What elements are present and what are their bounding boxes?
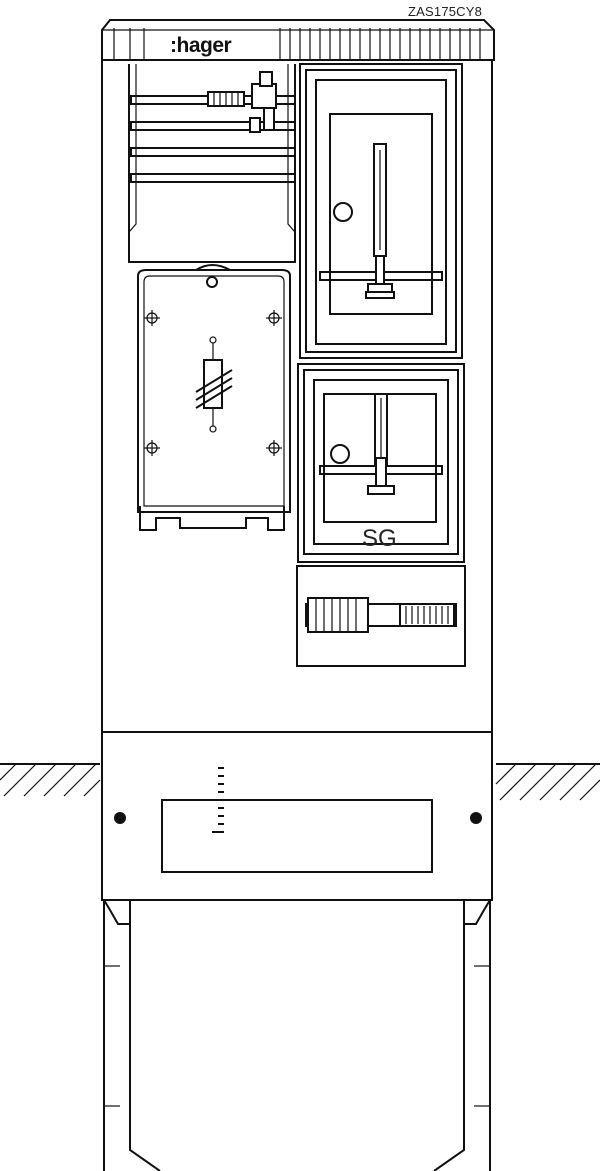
ground-hatch-left <box>0 763 101 797</box>
fixing-bolt-icon <box>470 812 482 824</box>
cabinet-roof <box>101 19 495 61</box>
fixing-bolt-icon <box>114 812 126 824</box>
terminal-strip-compartment <box>296 565 466 667</box>
fuse-symbol-icon <box>195 336 233 433</box>
fuse-holder-plate <box>137 264 291 531</box>
ground-hatch-right <box>495 763 600 801</box>
leg-left <box>103 899 161 1171</box>
mounting-screw-icon <box>144 310 160 326</box>
sg-label: SG <box>362 525 397 552</box>
leg-right <box>433 899 491 1171</box>
mounting-screw-icon <box>144 440 160 456</box>
cable-entry-slot <box>161 799 433 873</box>
mounting-screw-icon <box>266 310 282 326</box>
model-code-label: ZAS175CY8 <box>408 4 483 19</box>
brand-logo: :hager <box>170 34 232 57</box>
cable-entry-marker <box>212 767 224 833</box>
mounting-screw-icon <box>266 440 282 456</box>
meter-compartment-lower <box>297 363 465 563</box>
main-switch-icon <box>251 83 277 109</box>
base-plinth <box>101 731 493 901</box>
meter-compartment-upper <box>299 63 463 359</box>
terminal-block-icon <box>307 597 369 633</box>
busbar-compartment <box>128 64 296 263</box>
